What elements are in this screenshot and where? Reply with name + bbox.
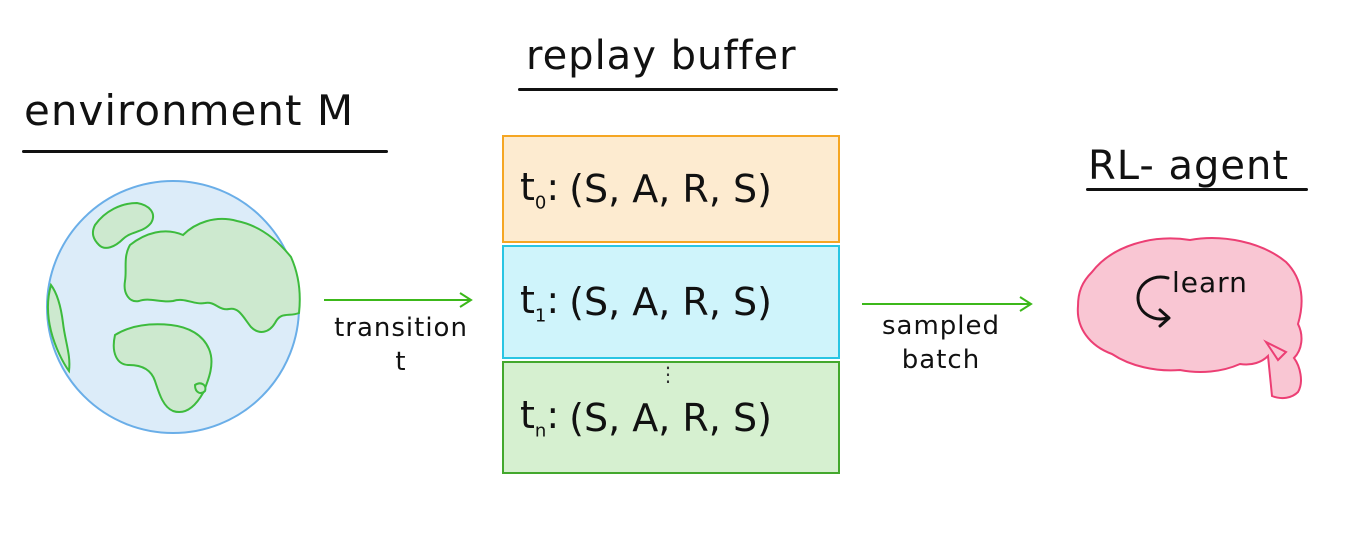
slot-index-t1: t1: (520, 277, 560, 327)
transition-arrow (324, 292, 473, 308)
sampled-batch-arrow (862, 296, 1033, 312)
globe-land-americas (47, 282, 71, 374)
buffer-ellipsis: ⋮ (658, 362, 678, 386)
slot-tuple-t0: (S, A, R, S) (569, 167, 772, 211)
brain-icon (1076, 237, 1303, 400)
slot-tuple-tn: (S, A, R, S) (569, 395, 772, 440)
agent-heading: RL- agent (1088, 143, 1290, 189)
sampled-label-line2: batch (901, 344, 981, 375)
learn-cycle-arrowhead (1158, 308, 1171, 328)
slot-index-tn: tn: (520, 393, 560, 442)
replay-buffer-heading-underline (518, 88, 838, 91)
globe-land-africa (112, 323, 213, 413)
buffer-slot-t1: t1: (S, A, R, S) (502, 245, 840, 359)
learn-cycle-icon (1136, 275, 1170, 321)
globe-land-eurasia (123, 217, 301, 333)
buffer-slot-tn: tn: (S, A, R, S) (502, 361, 840, 474)
sampled-label-line1: sampled (881, 311, 1001, 341)
transition-label-text: transition (334, 313, 468, 343)
learn-label: learn (1172, 266, 1248, 299)
brain-shape (1076, 237, 1303, 400)
transition-label: transition t (318, 312, 484, 380)
environment-heading: environment M (24, 86, 355, 135)
slot-index-t0: t0: (520, 164, 560, 214)
agent-heading-underline (1086, 188, 1308, 191)
globe-land-north (91, 201, 155, 249)
globe-land-island (193, 382, 207, 394)
transition-symbol: t (395, 346, 407, 377)
globe-icon (46, 180, 301, 434)
replay-buffer-heading: replay buffer (526, 33, 797, 79)
buffer-slot-t0: t0: (S, A, R, S) (502, 135, 840, 243)
slot-tuple-t1: (S, A, R, S) (569, 280, 772, 324)
sampled-batch-label: sampled batch (872, 310, 1010, 378)
environment-heading-underline (22, 150, 388, 153)
